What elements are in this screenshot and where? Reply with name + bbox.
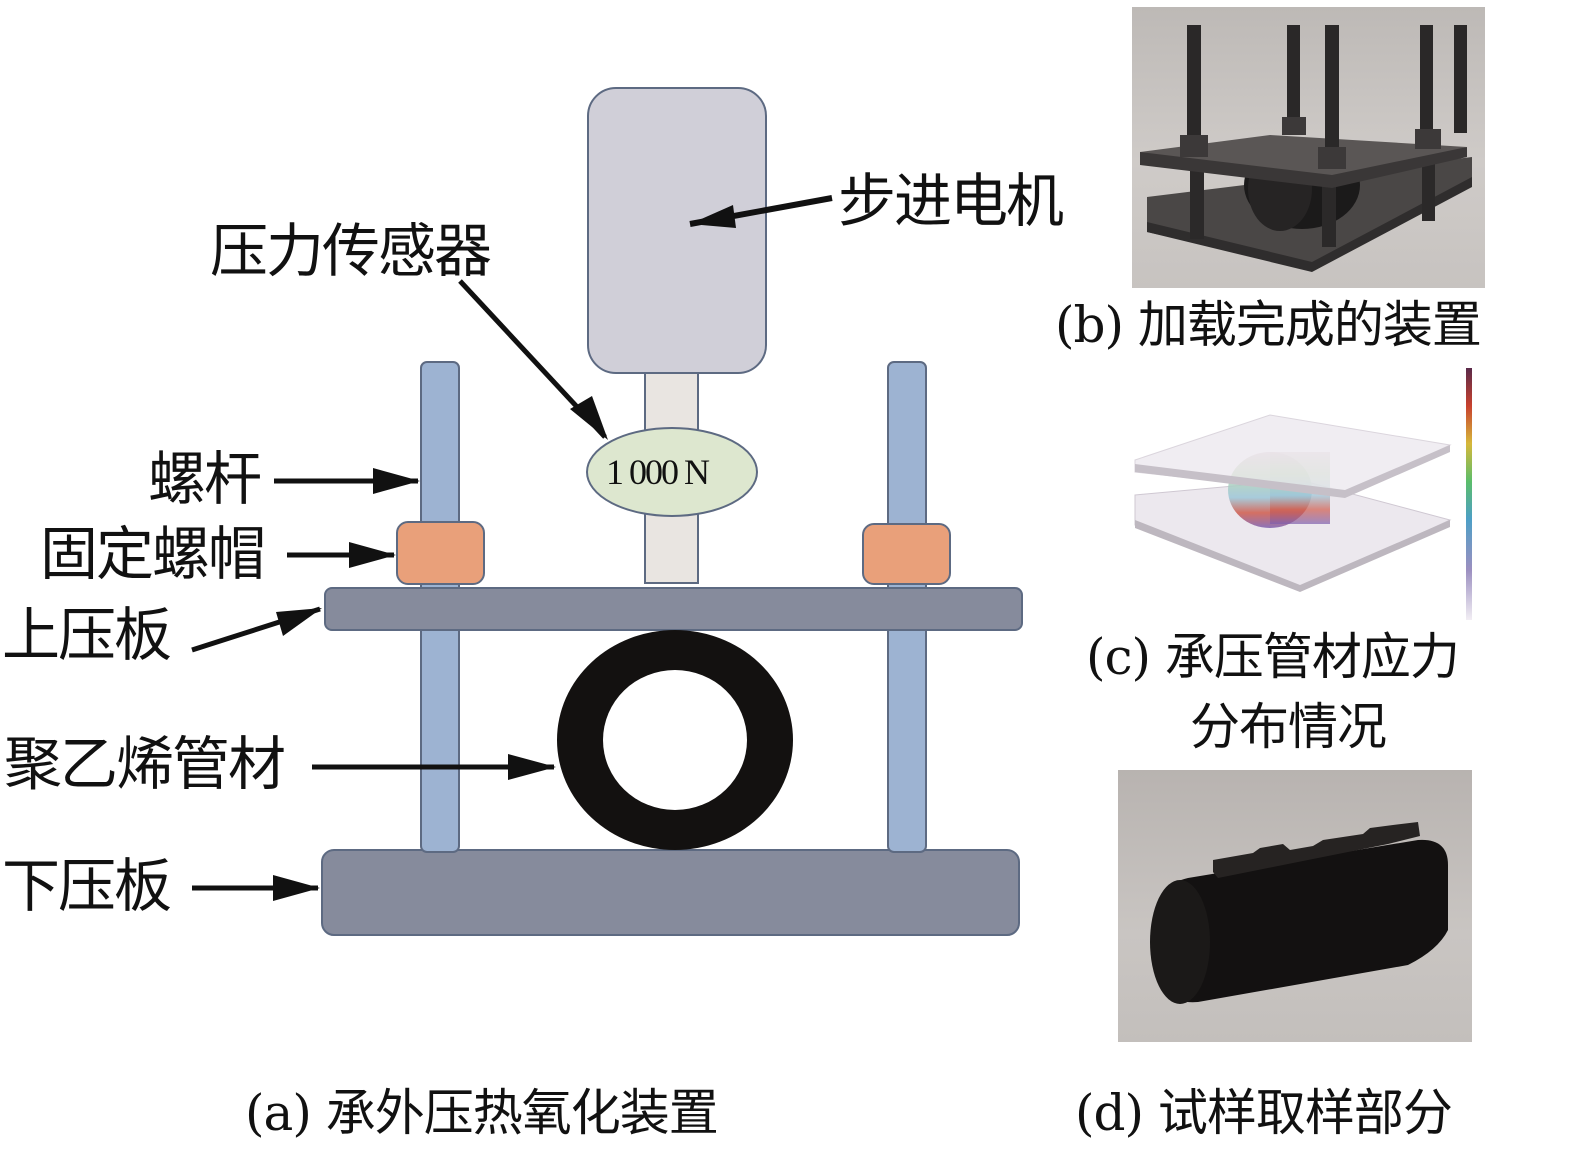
- caption-a: (a) 承外压热氧化装置: [245, 1084, 719, 1142]
- stepper-motor: [587, 87, 767, 374]
- panel-c-stress-plot: [1120, 360, 1500, 630]
- caption-c-line1: (c) 承压管材应力: [1086, 628, 1460, 686]
- arrowhead-lower-plate: [273, 875, 320, 901]
- label-stepper-motor: 步进电机: [838, 167, 1064, 235]
- arrowhead-stepper-motor: [690, 205, 736, 228]
- label-lower-plate: 下压板: [2, 852, 172, 920]
- label-pressure-sensor: 压力传感器: [210, 217, 492, 285]
- panel-b-photo: [1132, 7, 1485, 288]
- loaded-device-render: [1140, 25, 1472, 272]
- fixing-nut-left: [396, 521, 485, 585]
- arrowhead-fixing-nut: [349, 542, 396, 568]
- arrowhead-upper-plate: [276, 608, 322, 636]
- caption-d: (d) 试样取样部分: [1075, 1084, 1453, 1142]
- caption-c-line2: 分布情况: [1190, 698, 1387, 756]
- sensor-reading: 1 000 N: [606, 452, 710, 492]
- pressure-sensor: [586, 427, 758, 517]
- fixing-nut-right: [862, 523, 951, 585]
- sample-cutting-render: [1150, 822, 1448, 1004]
- arrowhead-pressure-sensor: [570, 396, 608, 440]
- arrowhead-pe-pipe: [508, 754, 556, 780]
- stress-distribution-render: [1134, 368, 1472, 620]
- caption-b: (b) 加载完成的装置: [1055, 296, 1482, 354]
- panel-d-photo: [1118, 770, 1472, 1042]
- label-pe-pipe: 聚乙烯管材: [4, 730, 286, 798]
- lower-plate: [321, 849, 1020, 936]
- label-screw-rod: 螺杆: [148, 445, 262, 513]
- arrowhead-screw-rod: [373, 468, 420, 494]
- pe-pipe-bore: [603, 670, 747, 810]
- upper-plate: [324, 587, 1023, 631]
- label-upper-plate: 上压板: [2, 601, 172, 669]
- label-fixing-nut: 固定螺帽: [40, 520, 266, 588]
